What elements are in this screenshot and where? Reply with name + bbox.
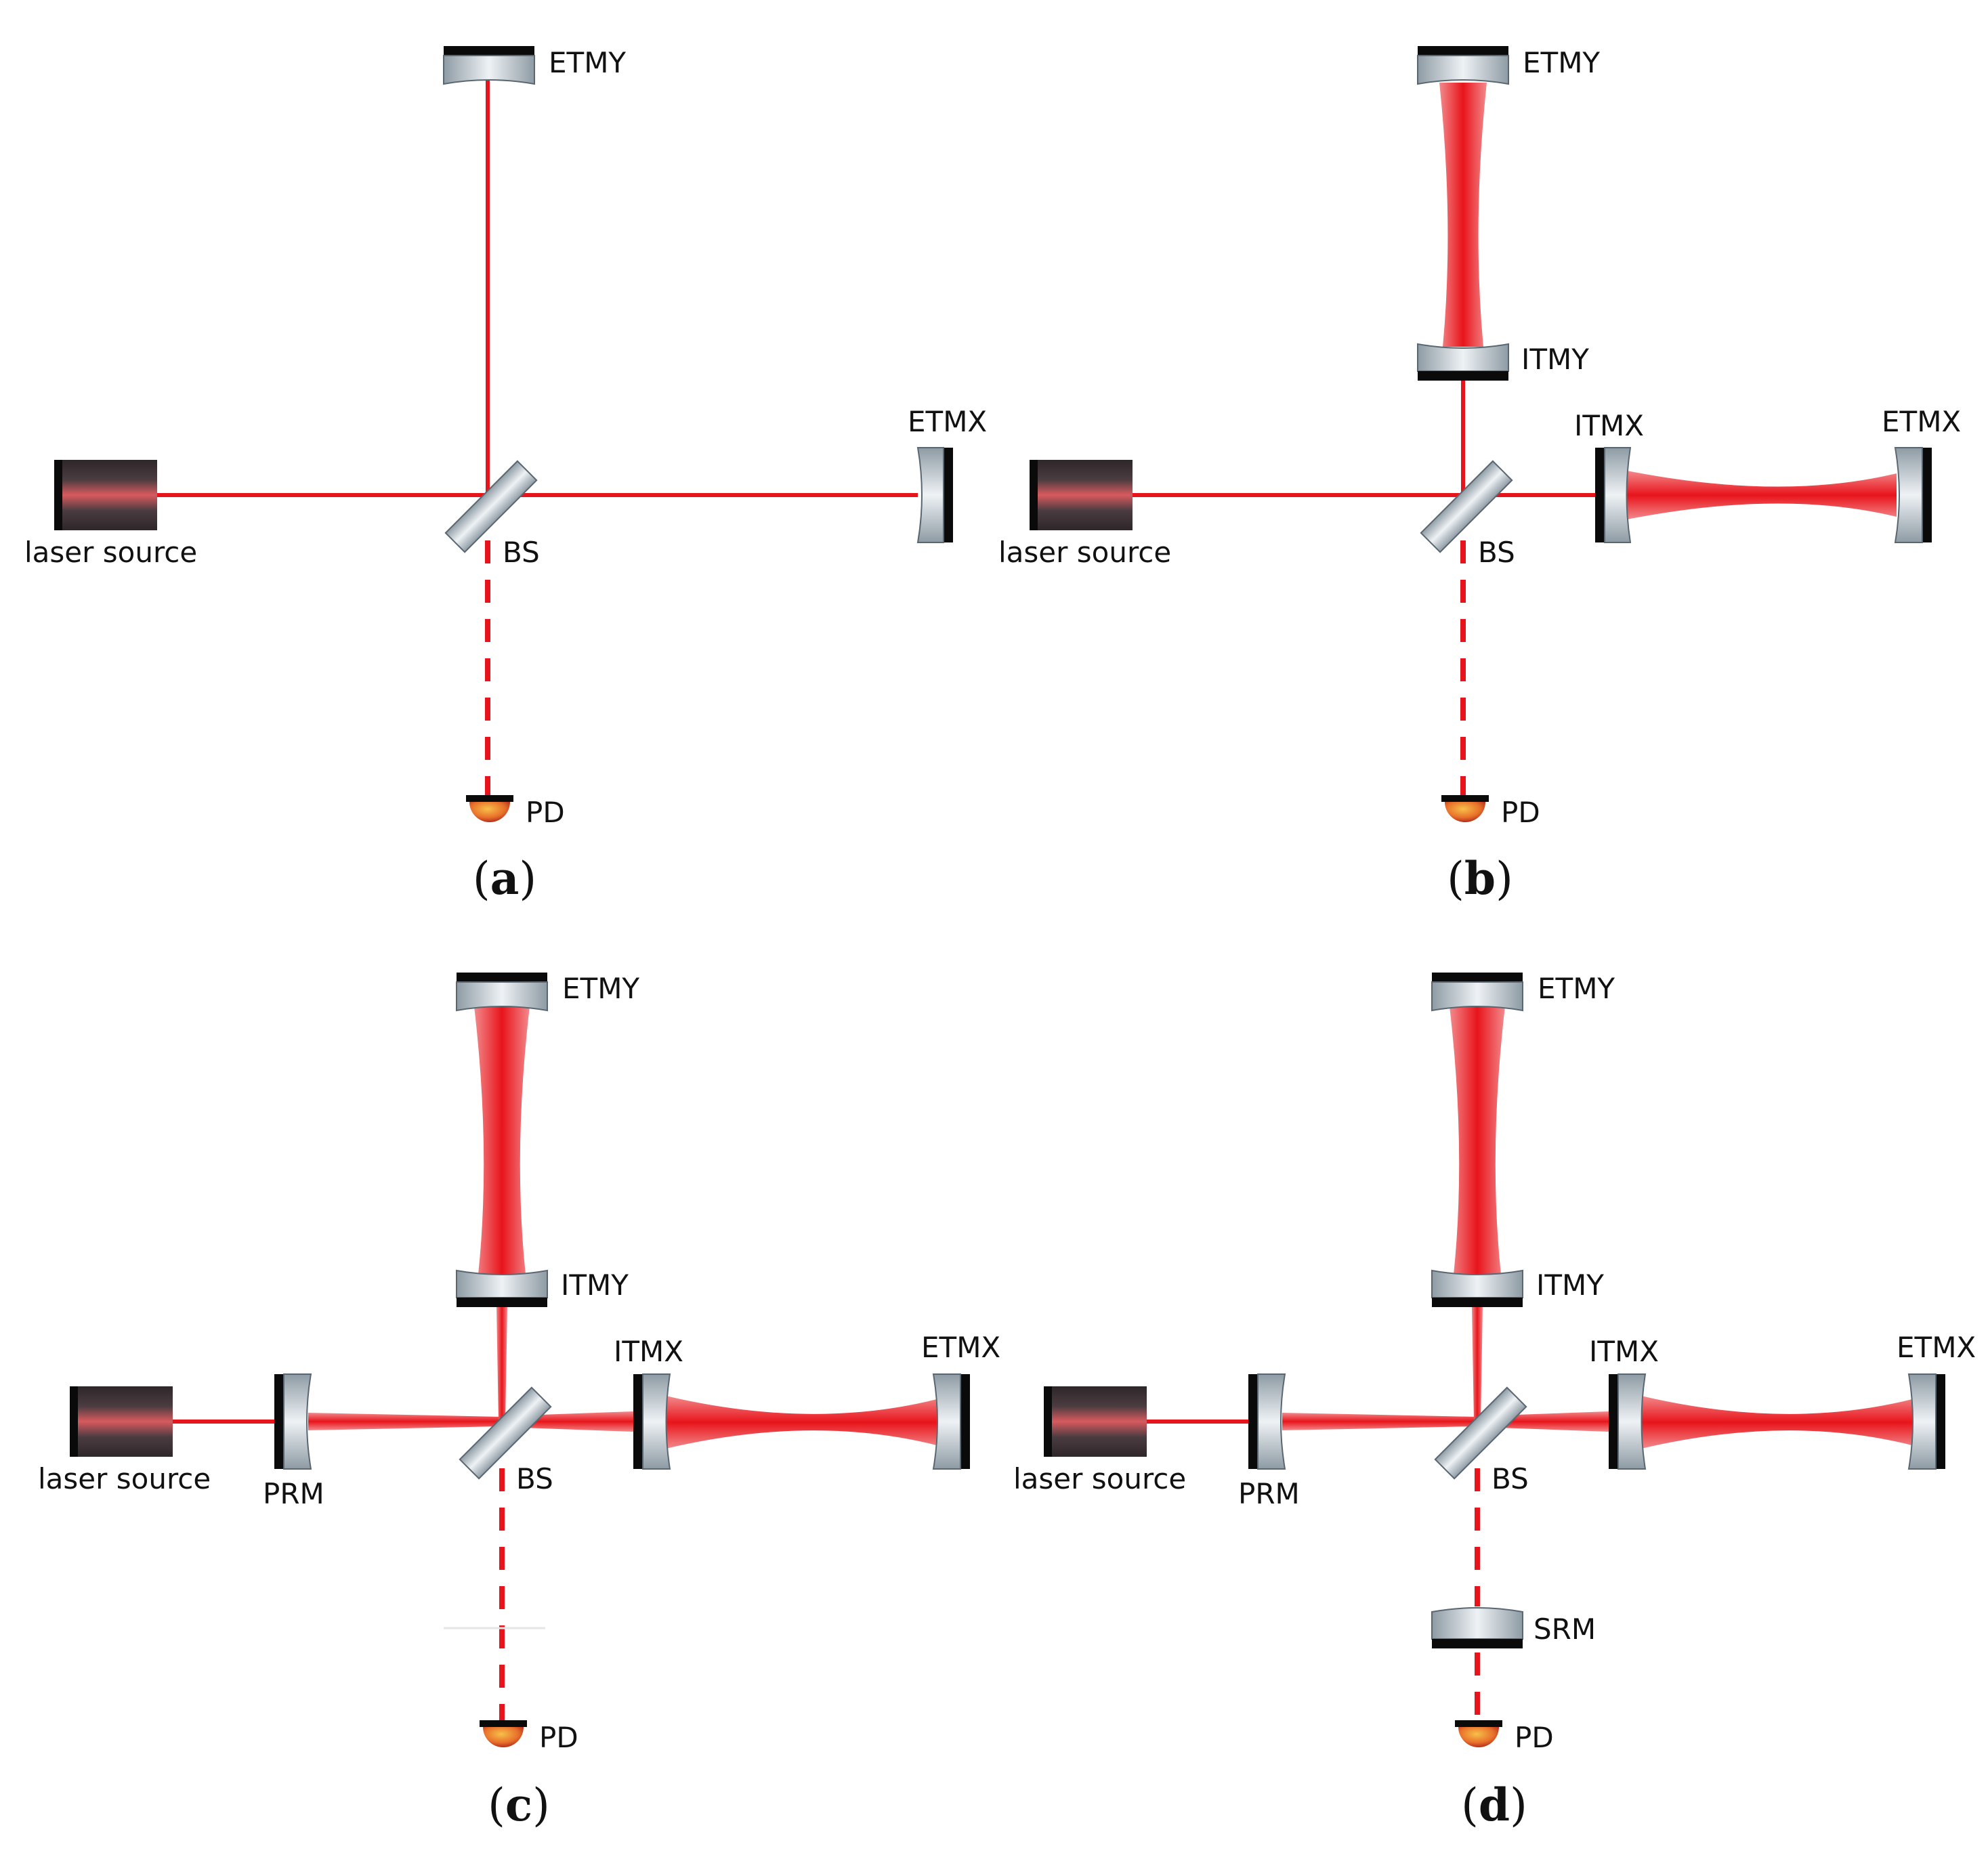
itmy-mirror (456, 1269, 548, 1307)
label-srm: SRM (1534, 1613, 1596, 1646)
panel-a: ETMY ETMX BS laser source PD (a) (24, 46, 987, 905)
label-laser: laser source (24, 536, 197, 569)
caption-c: (c) (488, 1778, 550, 1831)
label-etmx: ETMX (908, 405, 987, 438)
beam-y-cavity (1439, 83, 1487, 347)
label-laser: laser source (38, 1462, 211, 1495)
label-itmy: ITMY (1536, 1268, 1604, 1302)
prm-mirror (274, 1373, 312, 1470)
label-prm: PRM (1238, 1477, 1300, 1510)
photodiode (1441, 795, 1489, 822)
photodiode (466, 795, 513, 822)
beam-x-cavity (1627, 471, 1897, 519)
label-pd: PD (526, 796, 565, 829)
etmx-mirror (916, 447, 953, 543)
caption-d: (d) (1461, 1778, 1527, 1831)
etmx-mirror (932, 1373, 970, 1470)
beam-prc (1282, 1413, 1477, 1430)
beam-y-cavity (1450, 1006, 1505, 1275)
label-itmy: ITMY (1521, 343, 1589, 376)
panel-c: ETMY ITMY ITMX ETMX BS PRM laser source … (38, 972, 1000, 1831)
etmx-mirror (1907, 1373, 1945, 1470)
panel-b: ETMY ITMY ITMX ETMX BS laser source PD (… (998, 46, 1961, 905)
photodiode (480, 1720, 527, 1747)
beam-y-cavity (474, 1006, 530, 1275)
label-prm: PRM (263, 1477, 324, 1510)
label-itmy: ITMY (561, 1268, 629, 1302)
label-etmx: ETMX (921, 1331, 1000, 1364)
etmy-mirror (456, 973, 548, 1012)
label-etmx: ETMX (1897, 1331, 1976, 1364)
beam-splitter (1434, 1386, 1527, 1480)
label-pd: PD (1501, 796, 1540, 829)
laser-source (1044, 1386, 1147, 1457)
beam-x-cavity (666, 1396, 937, 1449)
label-laser: laser source (998, 536, 1171, 569)
label-etmy: ETMY (562, 972, 639, 1005)
etmx-mirror (1894, 447, 1932, 543)
etmy-mirror (1431, 973, 1523, 1012)
prm-mirror (1248, 1373, 1286, 1470)
photodiode (1455, 1720, 1502, 1747)
srm-mirror (1431, 1607, 1523, 1648)
etmy-mirror (443, 46, 535, 85)
beam-splitter (444, 460, 538, 553)
label-etmy: ETMY (1523, 46, 1600, 79)
etmy-mirror (1417, 46, 1509, 85)
label-laser: laser source (1013, 1462, 1186, 1495)
label-itmx: ITMX (1574, 409, 1644, 442)
beam-splitter (1420, 460, 1513, 553)
caption-b: (b) (1447, 852, 1513, 905)
label-bs: BS (503, 536, 540, 569)
label-pd: PD (1515, 1721, 1554, 1754)
label-pd: PD (539, 1721, 578, 1754)
label-etmx: ETMX (1882, 405, 1961, 438)
itmx-mirror (1609, 1373, 1647, 1470)
itmy-mirror (1431, 1269, 1523, 1307)
label-bs: BS (516, 1462, 553, 1495)
label-bs: BS (1492, 1462, 1529, 1495)
label-bs: BS (1478, 536, 1515, 569)
beam-splitter (459, 1386, 552, 1480)
panel-d: ETMY ITMY ITMX ETMX BS PRM SRM laser sou… (1013, 972, 1976, 1831)
itmy-mirror (1417, 343, 1509, 381)
laser-source (54, 460, 157, 530)
laser-source (70, 1386, 173, 1457)
label-etmy: ETMY (549, 46, 626, 79)
caption-a: (a) (473, 852, 536, 905)
beam-y-short (1472, 1307, 1483, 1422)
laser-source (1030, 460, 1133, 530)
beam-y-short (496, 1307, 507, 1422)
itmx-mirror (633, 1373, 671, 1470)
beam-x-cavity (1641, 1396, 1912, 1449)
label-etmy: ETMY (1538, 972, 1615, 1005)
itmx-mirror (1595, 447, 1632, 543)
label-itmx: ITMX (1589, 1335, 1659, 1368)
beam-prc (308, 1413, 501, 1430)
label-itmx: ITMX (614, 1335, 683, 1368)
